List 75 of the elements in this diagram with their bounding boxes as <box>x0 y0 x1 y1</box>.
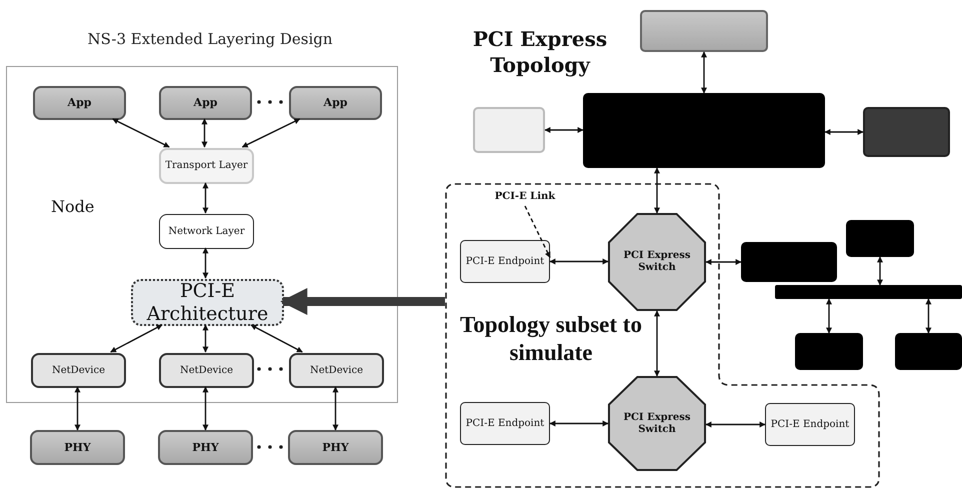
node-text: App <box>192 96 218 110</box>
layer-box <box>289 86 382 120</box>
double-arrow <box>202 118 208 148</box>
double-arrow <box>544 127 584 133</box>
node-text: PHY <box>63 440 92 454</box>
node-text: PHY <box>191 440 220 454</box>
double-arrow <box>549 420 609 426</box>
double-arrow <box>250 324 303 353</box>
diagram-title: NS-3 Extended Layering Design <box>86 30 334 48</box>
redacted-box <box>583 93 825 168</box>
node-text: App <box>66 96 92 110</box>
switch-octagon <box>608 376 706 471</box>
double-arrow <box>332 386 338 431</box>
thick-arrow <box>280 288 445 315</box>
node-text: PHY <box>321 440 350 454</box>
node-text: NetDevice <box>309 364 364 376</box>
double-arrow <box>701 51 707 94</box>
node-text: PCI-E Endpoint <box>464 418 546 430</box>
double-arrow <box>826 298 832 334</box>
netdevice-box <box>31 353 126 388</box>
endpoint-box <box>765 403 855 446</box>
double-arrow <box>654 167 660 214</box>
redacted-box <box>846 220 914 257</box>
double-arrow <box>110 324 162 353</box>
node-text: PCI-E Endpoint <box>770 418 850 430</box>
component-box <box>863 107 950 157</box>
endpoint-box <box>460 402 550 445</box>
layer-box <box>288 430 383 465</box>
node-text: PCI-E Architecture <box>146 280 270 326</box>
redacted-box <box>795 333 863 370</box>
redacted-box <box>741 242 837 282</box>
layer-box <box>30 430 125 465</box>
switch-octagon <box>608 213 706 311</box>
component-box <box>473 107 545 153</box>
section-heading: PCI Express Topology <box>472 26 608 78</box>
double-arrow <box>242 118 300 148</box>
double-arrow <box>549 258 609 264</box>
component-box <box>640 10 768 52</box>
dashed-region <box>445 183 880 488</box>
architecture-box <box>131 279 284 326</box>
node-text: NetDevice <box>51 364 106 376</box>
node-text: Transport Layer <box>164 160 249 172</box>
node-text: Network Layer <box>167 226 246 238</box>
double-arrow <box>877 256 883 286</box>
double-arrow <box>705 259 742 265</box>
layer-box <box>159 86 252 120</box>
double-arrow <box>202 182 208 214</box>
region-label: Topology subset to simulate <box>459 311 643 366</box>
double-arrow <box>824 129 864 135</box>
double-arrow <box>202 386 208 431</box>
bus-bar <box>775 285 962 299</box>
redacted-box <box>895 333 962 370</box>
link-label: PCI-E Link <box>494 191 556 203</box>
double-arrow <box>926 298 932 334</box>
node-text: App <box>322 96 348 110</box>
layer-box <box>159 214 254 249</box>
double-arrow <box>112 118 170 148</box>
double-arrow <box>202 324 208 353</box>
double-arrow <box>202 247 208 279</box>
endpoint-box <box>460 240 550 283</box>
node-text: PCI-E Endpoint <box>464 256 546 268</box>
node-text: PCI Express Switch <box>622 412 692 436</box>
node-frame <box>6 66 398 403</box>
netdevice-box <box>289 353 384 388</box>
double-arrow <box>654 310 660 377</box>
node-text: NetDevice <box>179 364 234 376</box>
layer-box <box>33 86 126 120</box>
layer-box <box>158 430 253 465</box>
arrow <box>524 206 551 258</box>
node-text: PCI Express Switch <box>622 250 692 274</box>
layer-box <box>159 148 254 184</box>
netdevice-box <box>159 353 254 388</box>
double-arrow <box>74 386 80 431</box>
double-arrow <box>705 422 766 428</box>
frame-label: Node <box>50 197 96 216</box>
